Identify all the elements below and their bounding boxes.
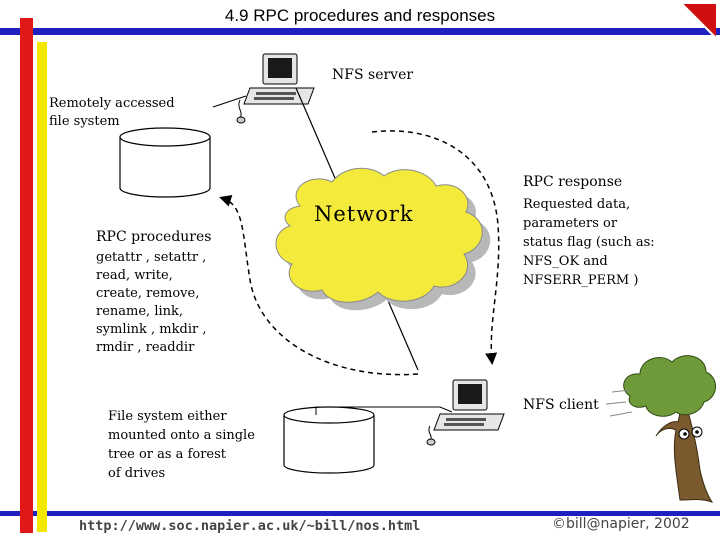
client-disk-icon <box>283 406 375 474</box>
rpc-procedure-line: symlink , mkdir , <box>96 322 207 337</box>
rpc-response-list: Requested data, parameters or status fla… <box>523 195 655 290</box>
left-red-bar <box>20 18 33 533</box>
server-disk-link <box>212 95 247 108</box>
filesystem-label-line: file system <box>49 114 120 129</box>
server-disk-icon <box>119 127 211 198</box>
client-filesystem-note: File system either mounted onto a single… <box>108 407 255 483</box>
rpc-procedure-line: rmdir , readdir <box>96 340 195 355</box>
tree-character-image <box>605 355 716 503</box>
network-label: Network <box>314 202 414 226</box>
rpc-procedures-heading: RPC procedures <box>96 229 212 245</box>
client-disk-link <box>315 406 453 415</box>
rpc-procedure-line: rename, link, <box>96 304 184 319</box>
client-filesystem-line: of drives <box>108 466 166 481</box>
client-filesystem-line: File system either <box>108 409 227 424</box>
filesystem-label-line: Remotely accessed <box>49 96 175 111</box>
network-cloud <box>275 167 491 311</box>
rpc-response-heading: RPC response <box>523 174 623 190</box>
rpc-procedure-line: create, remove, <box>96 286 200 301</box>
footer-copyright: ©bill@napier, 2002 <box>552 516 690 532</box>
rpc-procedures-list: getattr , setattr , read, write, create,… <box>96 249 206 357</box>
client-computer-icon <box>426 379 505 446</box>
server-computer-icon <box>236 53 315 124</box>
rpc-response-arrow <box>371 130 500 365</box>
slide-title: 4.9 RPC procedures and responses <box>224 6 496 25</box>
filesystem-label: Remotely accessed file system <box>49 95 175 131</box>
rpc-response-line: parameters or <box>523 216 618 231</box>
client-filesystem-line: tree or as a forest <box>108 447 227 462</box>
rpc-response-line: Requested data, <box>523 197 631 212</box>
rpc-response-line: status flag (such as: <box>523 235 655 250</box>
rpc-response-line: NFS_OK and <box>523 254 608 269</box>
client-label: NFS client <box>523 397 599 413</box>
rpc-response-line: NFSERR_PERM ) <box>523 273 639 288</box>
server-label: NFS server <box>332 67 414 83</box>
rpc-procedure-line: getattr , setattr , <box>96 250 207 265</box>
left-yellow-bar <box>37 42 47 532</box>
rpc-procedure-line: read, write, <box>96 268 173 283</box>
client-filesystem-line: mounted onto a single <box>108 428 255 443</box>
footer-url[interactable]: http://www.soc.napier.ac.uk/~bill/nos.ht… <box>79 518 421 534</box>
bottom-blue-bar <box>0 511 720 516</box>
top-blue-bar <box>0 28 720 35</box>
